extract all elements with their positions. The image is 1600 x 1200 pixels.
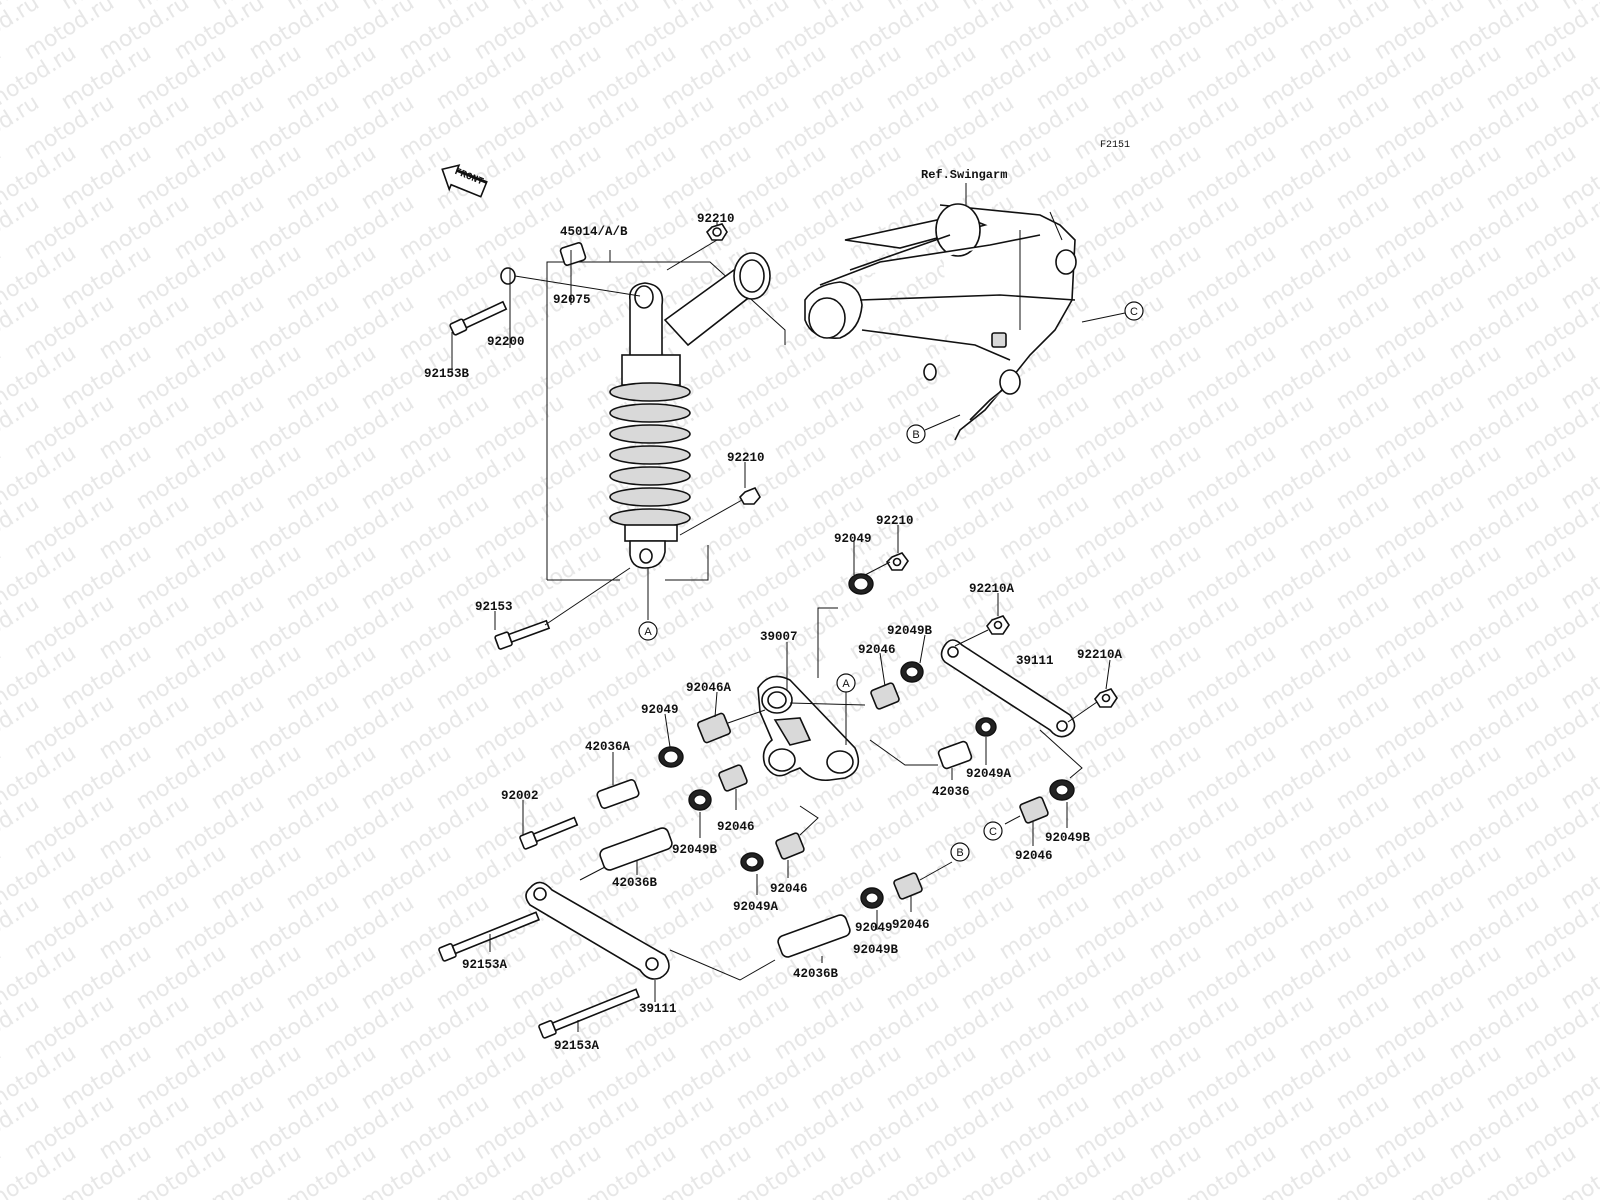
part-label: 92075 [553,293,591,307]
part-label: 45014/A/B [560,225,628,239]
part-label: 92046A [686,681,732,695]
part-label: 92049A [733,900,779,914]
part-label: 92049B [853,943,899,957]
callout-C-swingarm: C [1081,301,1144,323]
bolt-92153B [449,300,508,336]
part-label: 92049A [966,767,1012,781]
part-label: 92046 [858,643,896,657]
callout-C-linkage: C [983,821,1003,841]
callout-A-rocker: A [836,673,856,745]
swingarm-reference-label: Ref.Swingarm [921,168,1007,182]
part-label: 92153 [475,600,513,614]
part-label: 92046 [892,918,930,932]
part-label: 92002 [501,789,539,803]
linkage-hardware [438,552,1118,1039]
callout-A-shock: A [638,621,658,641]
part-label: 92049 [641,703,679,717]
part-label: 92049B [887,624,933,638]
part-label: 92210A [1077,648,1123,662]
bolt-92153A-upper [438,911,540,962]
front-arrow-icon [441,164,488,198]
part-label: 92210 [727,451,765,465]
part-label: 92049B [1045,831,1091,845]
part-label: 42036B [612,876,658,890]
shock-absorber-drawing [546,250,786,620]
part-label: 92046 [1015,849,1053,863]
part-label: 92210 [697,212,735,226]
part-label: 92153A [554,1039,600,1053]
svg-text:B: B [912,429,919,441]
part-label: 92210A [969,582,1015,596]
bolt-92153 [494,619,551,650]
label-leaders [451,221,1111,1032]
diagram-code: F2151 [1100,140,1130,151]
part-label: 42036 [932,785,970,799]
linkage-drawing [525,639,1076,980]
part-label: 92153A [462,958,508,972]
part-label: 92046 [717,820,755,834]
part-label: 39111 [1016,654,1054,668]
swingarm-drawing [804,203,1077,441]
part-label: 92153B [424,367,470,381]
svg-text:C: C [1130,306,1138,318]
part-label: 42036B [793,967,839,981]
part-label: 92210 [876,514,914,528]
shock-hardware [449,223,761,650]
part-label: 42036A [585,740,631,754]
part-label: 92046 [770,882,808,896]
svg-text:C: C [989,826,997,838]
svg-text:A: A [842,678,850,690]
part-label: 92049B [672,843,718,857]
svg-text:A: A [644,626,652,638]
bolt-92002 [519,816,579,850]
part-label: 92200 [487,335,525,349]
part-label: 92049 [855,921,893,935]
callout-B-swingarm: B [906,414,961,444]
callout-B-linkage: B [950,842,970,862]
part-label: 92049 [834,532,872,546]
part-label: 39007 [760,630,798,644]
part-labels: 45014/A/B 92210 92075 92200 92153B 92210… [424,212,1123,1053]
spring-coils [609,382,691,528]
bolt-92153A-lower [538,988,640,1039]
part-label: 39111 [639,1002,677,1016]
svg-text:B: B [956,847,963,859]
